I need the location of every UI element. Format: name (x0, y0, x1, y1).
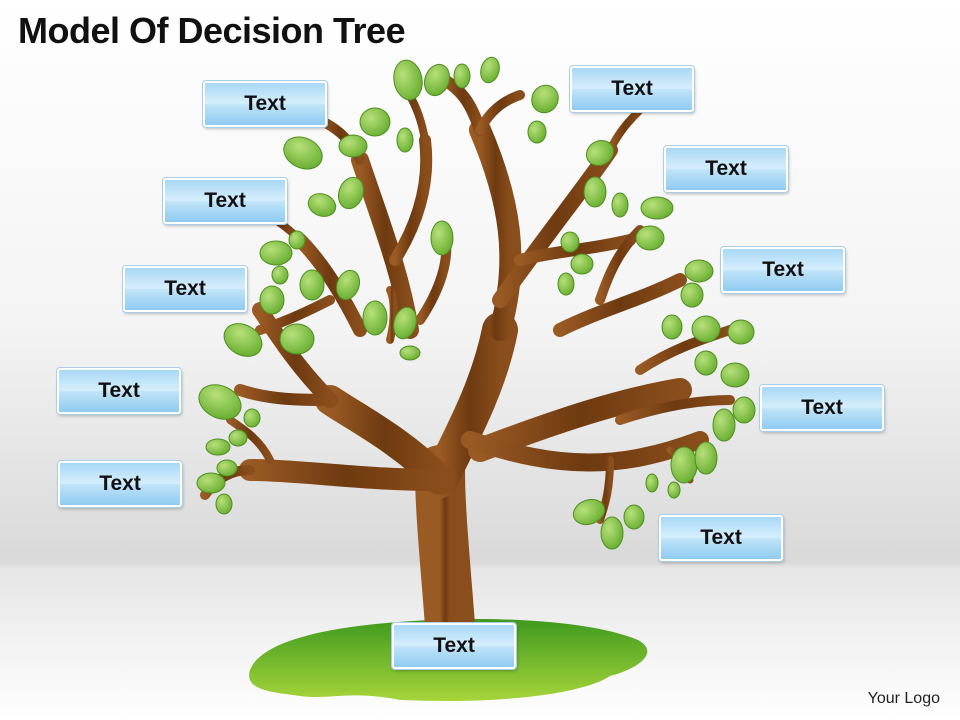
tree-leaves (196, 56, 756, 550)
text-box-6[interactable]: Text (122, 265, 248, 313)
text-box-2[interactable]: Text (569, 65, 695, 113)
text-box-4[interactable]: Text (162, 177, 288, 225)
text-box-11[interactable]: Text (391, 622, 517, 670)
page-title: Model Of Decision Tree (18, 10, 406, 51)
text-box-10[interactable]: Text (658, 514, 784, 562)
text-box-1[interactable]: Text (202, 80, 328, 128)
text-box-8[interactable]: Text (759, 384, 885, 432)
logo-placeholder: Your Logo (867, 690, 940, 707)
text-box-9[interactable]: Text (57, 460, 183, 508)
text-box-5[interactable]: Text (720, 246, 846, 294)
tree-branches (200, 74, 735, 650)
text-box-3[interactable]: Text (663, 145, 789, 193)
text-box-7[interactable]: Text (56, 367, 182, 415)
